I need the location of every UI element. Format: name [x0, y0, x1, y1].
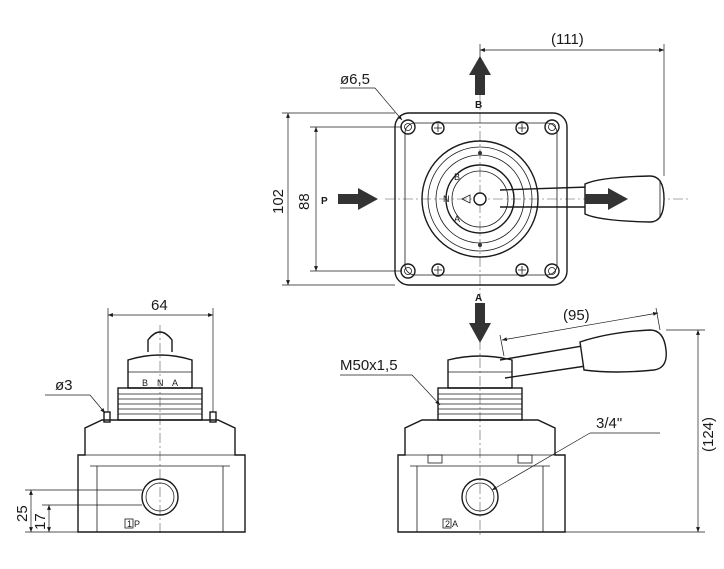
dim-lever-95: (95) — [499, 307, 661, 357]
mounting-holes — [400, 119, 560, 279]
dim-111-text: (111) — [551, 31, 584, 48]
dim-88-text: 88 — [296, 193, 313, 210]
dial-label-n: N — [443, 194, 450, 204]
left-tag-num: 1 — [127, 519, 132, 529]
dim-95-text: (95) — [563, 307, 590, 324]
dim-heights: 25 17 — [14, 489, 142, 533]
dim-102-text: 102 — [270, 189, 287, 214]
right-tag-letter: A — [452, 519, 458, 529]
dim-pin-text: ø3 — [55, 377, 73, 394]
port-p-label: P — [321, 196, 328, 207]
dim-port: 3/4" — [491, 415, 660, 491]
right-side-view: 2 A (95) M50x1,5 — [340, 307, 717, 535]
dim-port-text: 3/4" — [596, 415, 622, 432]
port-b-arrow-icon — [469, 56, 491, 95]
right-lever — [499, 329, 667, 379]
top-body-outline — [394, 112, 568, 286]
dim-outer: 102 — [270, 112, 395, 286]
dim-width: 64 — [107, 297, 214, 412]
left-base — [77, 419, 246, 533]
dim-17-text: 17 — [32, 513, 49, 530]
dial-label-a: A — [454, 214, 460, 224]
dim-pin-dia: ø3 — [45, 377, 106, 414]
dial-pointer-icon — [461, 194, 471, 204]
dim-thread: M50x1,5 — [340, 357, 441, 406]
port-b-label: B — [475, 100, 482, 111]
dim-inner: 88 — [296, 126, 402, 272]
port-a-label: A — [475, 293, 482, 304]
dim-thread-text: M50x1,5 — [340, 357, 398, 374]
dial-label-b: B — [454, 172, 460, 182]
port-a-arrow-icon — [469, 303, 491, 343]
dim-hole-text: ø6,5 — [340, 71, 370, 88]
dim-25-text: 25 — [14, 505, 31, 522]
dim-lever-length: (111) — [479, 31, 665, 176]
lever-arrow-icon — [585, 188, 628, 210]
cover-screws — [431, 121, 529, 277]
collar-label-b: B — [142, 378, 148, 388]
dim-height-124: (124) — [565, 329, 717, 533]
right-tag-num: 2 — [445, 519, 450, 529]
collar-label-a: A — [172, 378, 178, 388]
left-tag-letter: P — [134, 519, 140, 529]
left-side-view: 1 P B N A 64 ø3 — [14, 297, 246, 535]
port-p-arrow-icon — [338, 188, 378, 210]
left-thread — [117, 387, 203, 421]
collar-label-n: N — [157, 378, 164, 388]
top-view: B N A B P A (111) ø6,5 — [270, 31, 690, 343]
dim-124-text: (124) — [700, 417, 717, 452]
right-base — [397, 419, 566, 533]
dim-hole-dia: ø6,5 — [340, 71, 403, 121]
dim-64-text: 64 — [151, 297, 168, 314]
